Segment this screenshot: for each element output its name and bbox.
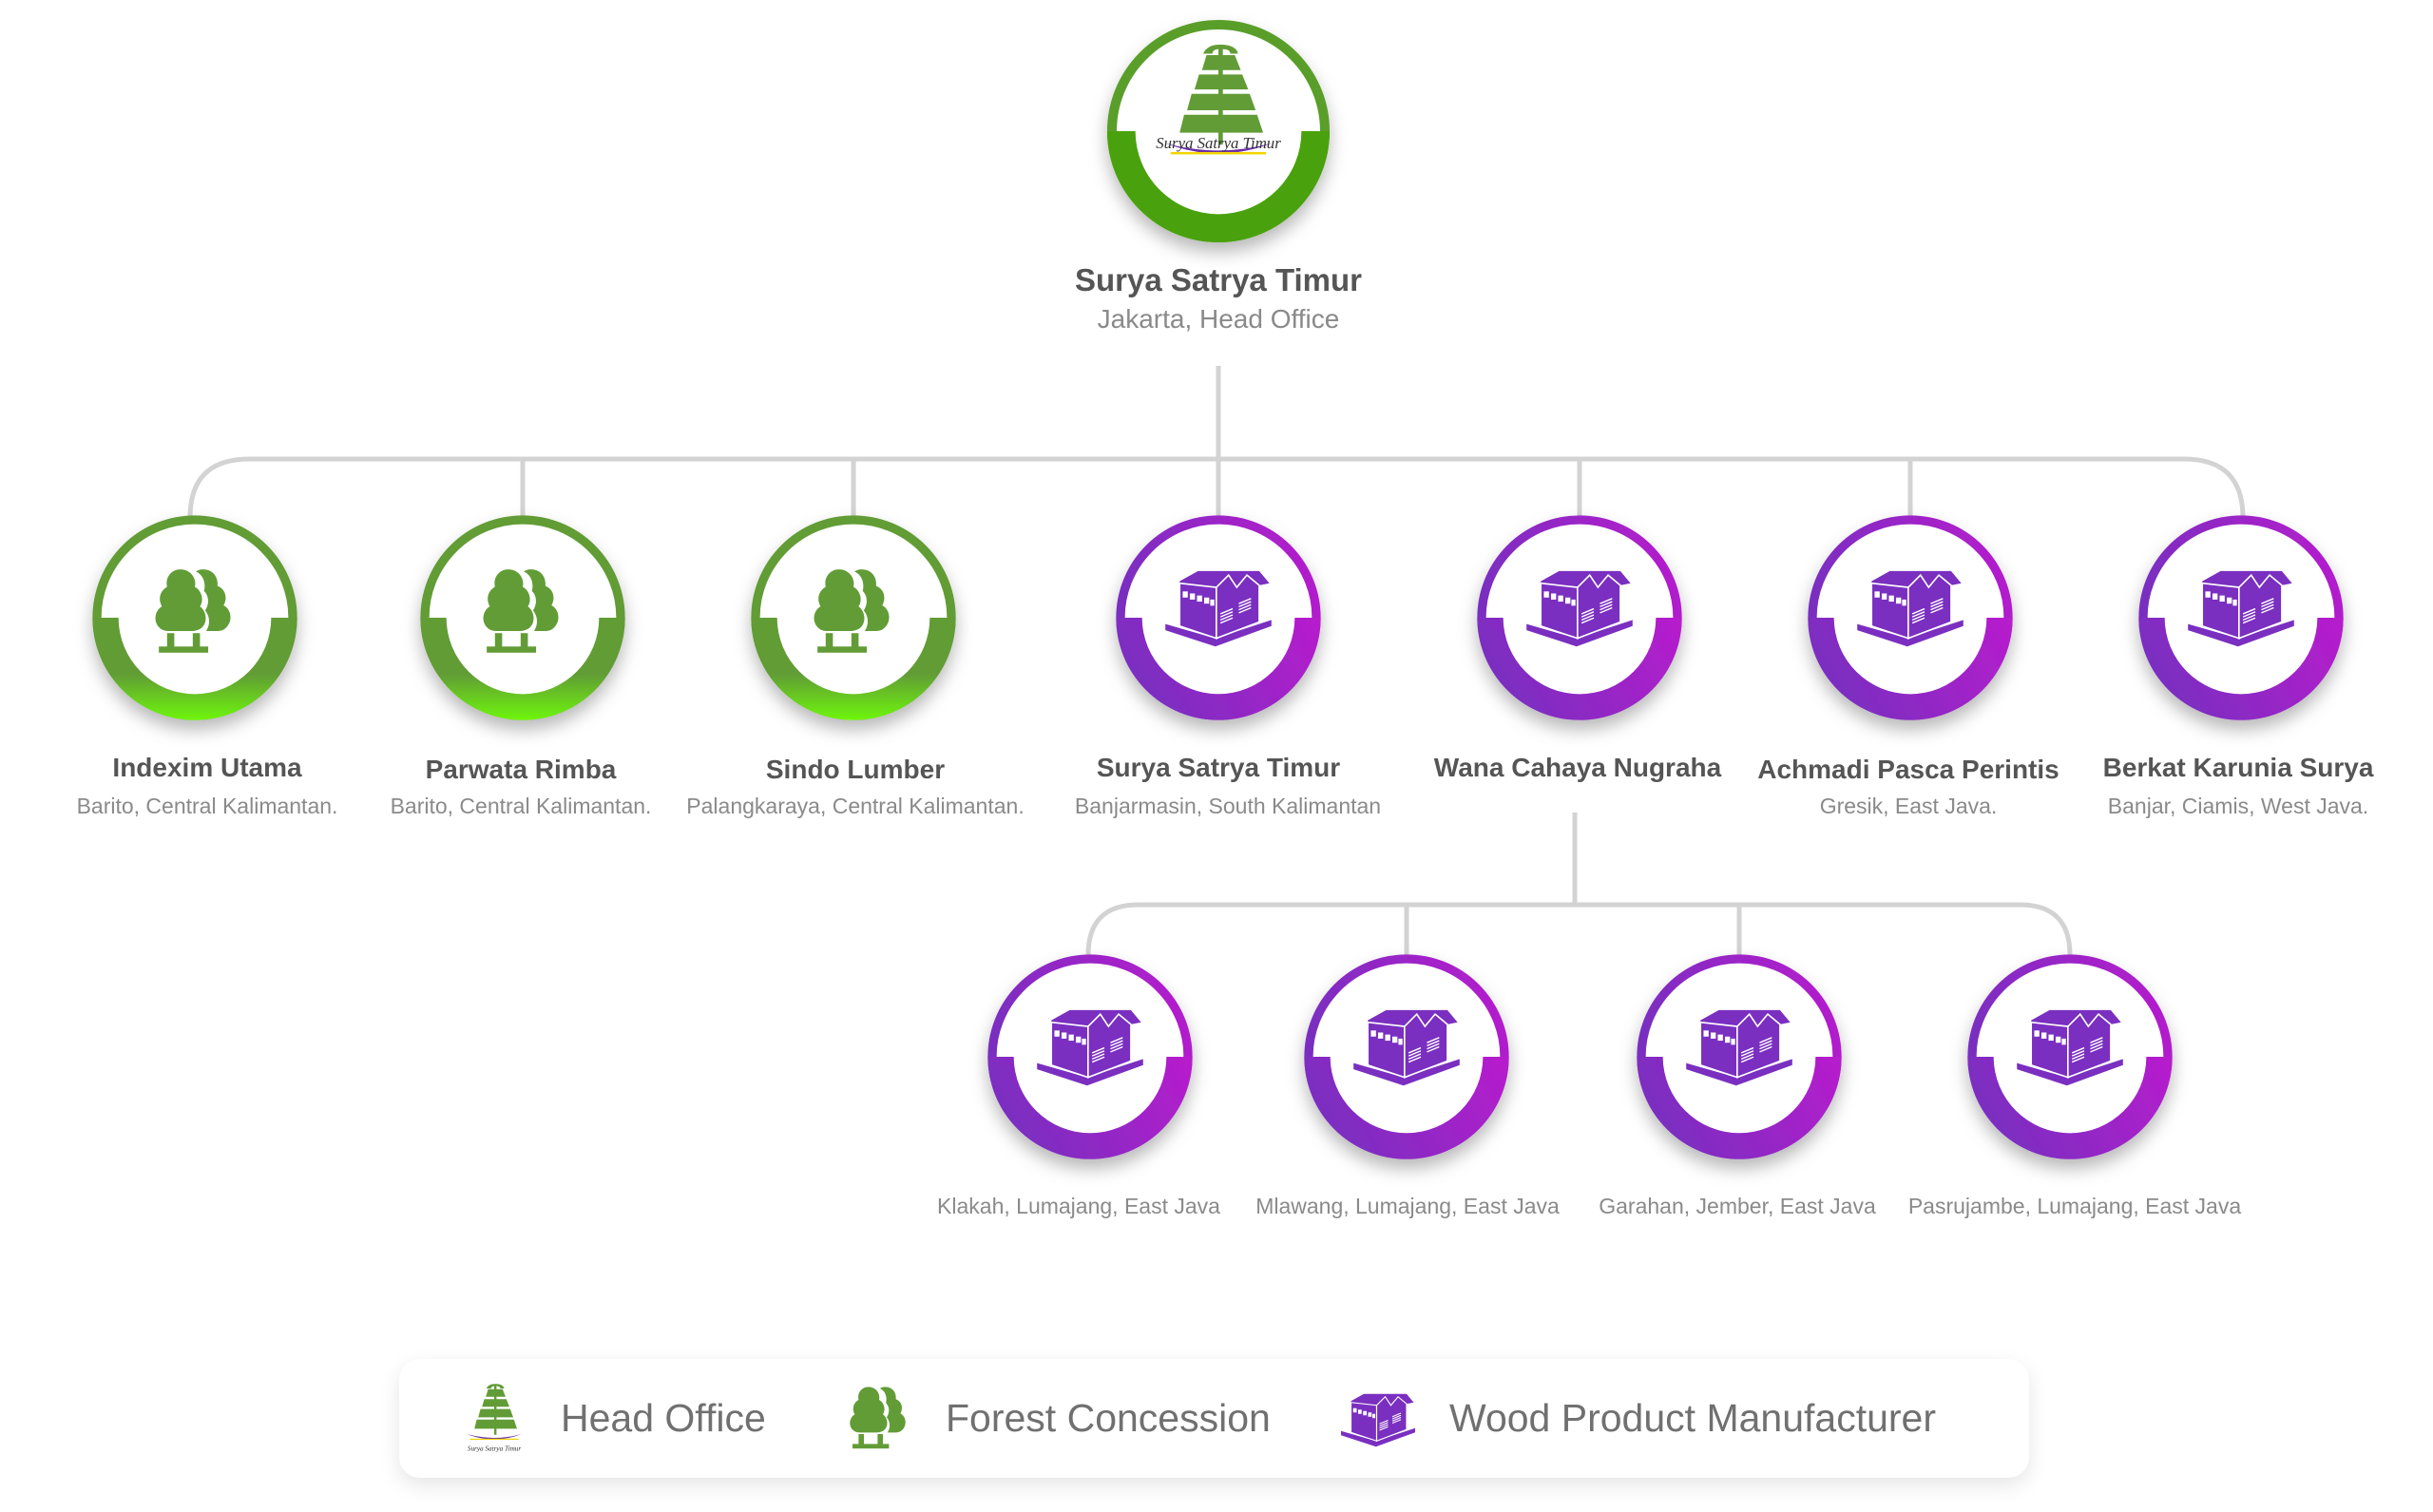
subsidiary-name: Parwata Rimba [425, 755, 617, 784]
head-office-location: Jakarta, Head Office [1097, 304, 1340, 334]
site-location: Klakah, Lumajang, East Java [937, 1194, 1220, 1218]
factory-icon [1335, 1386, 1421, 1452]
legend-label: Forest Concession [946, 1396, 1271, 1440]
subsidiary-location: Banjar, Ciamis, West Java. [2107, 794, 2369, 818]
connector-level2-bar [1085, 902, 2073, 956]
head-office-logo-icon: Surya Satrya Timur [456, 1381, 532, 1452]
legend: Surya Satrya Timur Head Office Forest Co… [399, 1359, 2029, 1478]
connector-lines [187, 366, 2246, 956]
subsidiary-name: Berkat Karunia Surya [2102, 753, 2374, 782]
subsidiary-location: Gresik, East Java. [1819, 794, 1998, 818]
site-location: Garahan, Jember, East Java [1599, 1194, 1876, 1218]
legend-item-head-office: Surya Satrya Timur Head Office [456, 1359, 766, 1478]
subsidiary-location: Barito, Central Kalimantan. [390, 794, 652, 818]
legend-label: Head Office [561, 1396, 766, 1440]
subsidiary-location: Palangkaraya, Central Kalimantan. [686, 794, 1025, 818]
site-location: Mlawang, Lumajang, East Java [1255, 1194, 1560, 1218]
subsidiary-name: Sindo Lumber [765, 755, 946, 784]
head-office-logo-text: Surya Satrya Timur [1156, 134, 1281, 152]
subsidiary-name: Surya Satrya Timur [1096, 753, 1341, 782]
svg-text:Surya Satrya Timur: Surya Satrya Timur [468, 1445, 522, 1452]
site-location: Pasrujambe, Lumajang, East Java [1907, 1194, 2242, 1218]
head-office-name: Surya Satrya Timur [1074, 262, 1363, 297]
subsidiary-name: Indexim Utama [112, 753, 302, 782]
subsidiary-location: Barito, Central Kalimantan. [76, 794, 338, 818]
subsidiary-name: Wana Cahaya Nugraha [1433, 753, 1722, 782]
subsidiary-name: Achmadi Pasca Perintis [1757, 755, 2059, 784]
trees-icon [841, 1381, 917, 1457]
legend-item-forest-concession: Forest Concession [841, 1359, 1271, 1478]
legend-label: Wood Product Manufacturer [1449, 1396, 1936, 1440]
subsidiary-location: Banjarmasin, South Kalimantan [1074, 794, 1382, 818]
legend-item-wood-product-manufacturer: Wood Product Manufacturer [1335, 1359, 1936, 1478]
